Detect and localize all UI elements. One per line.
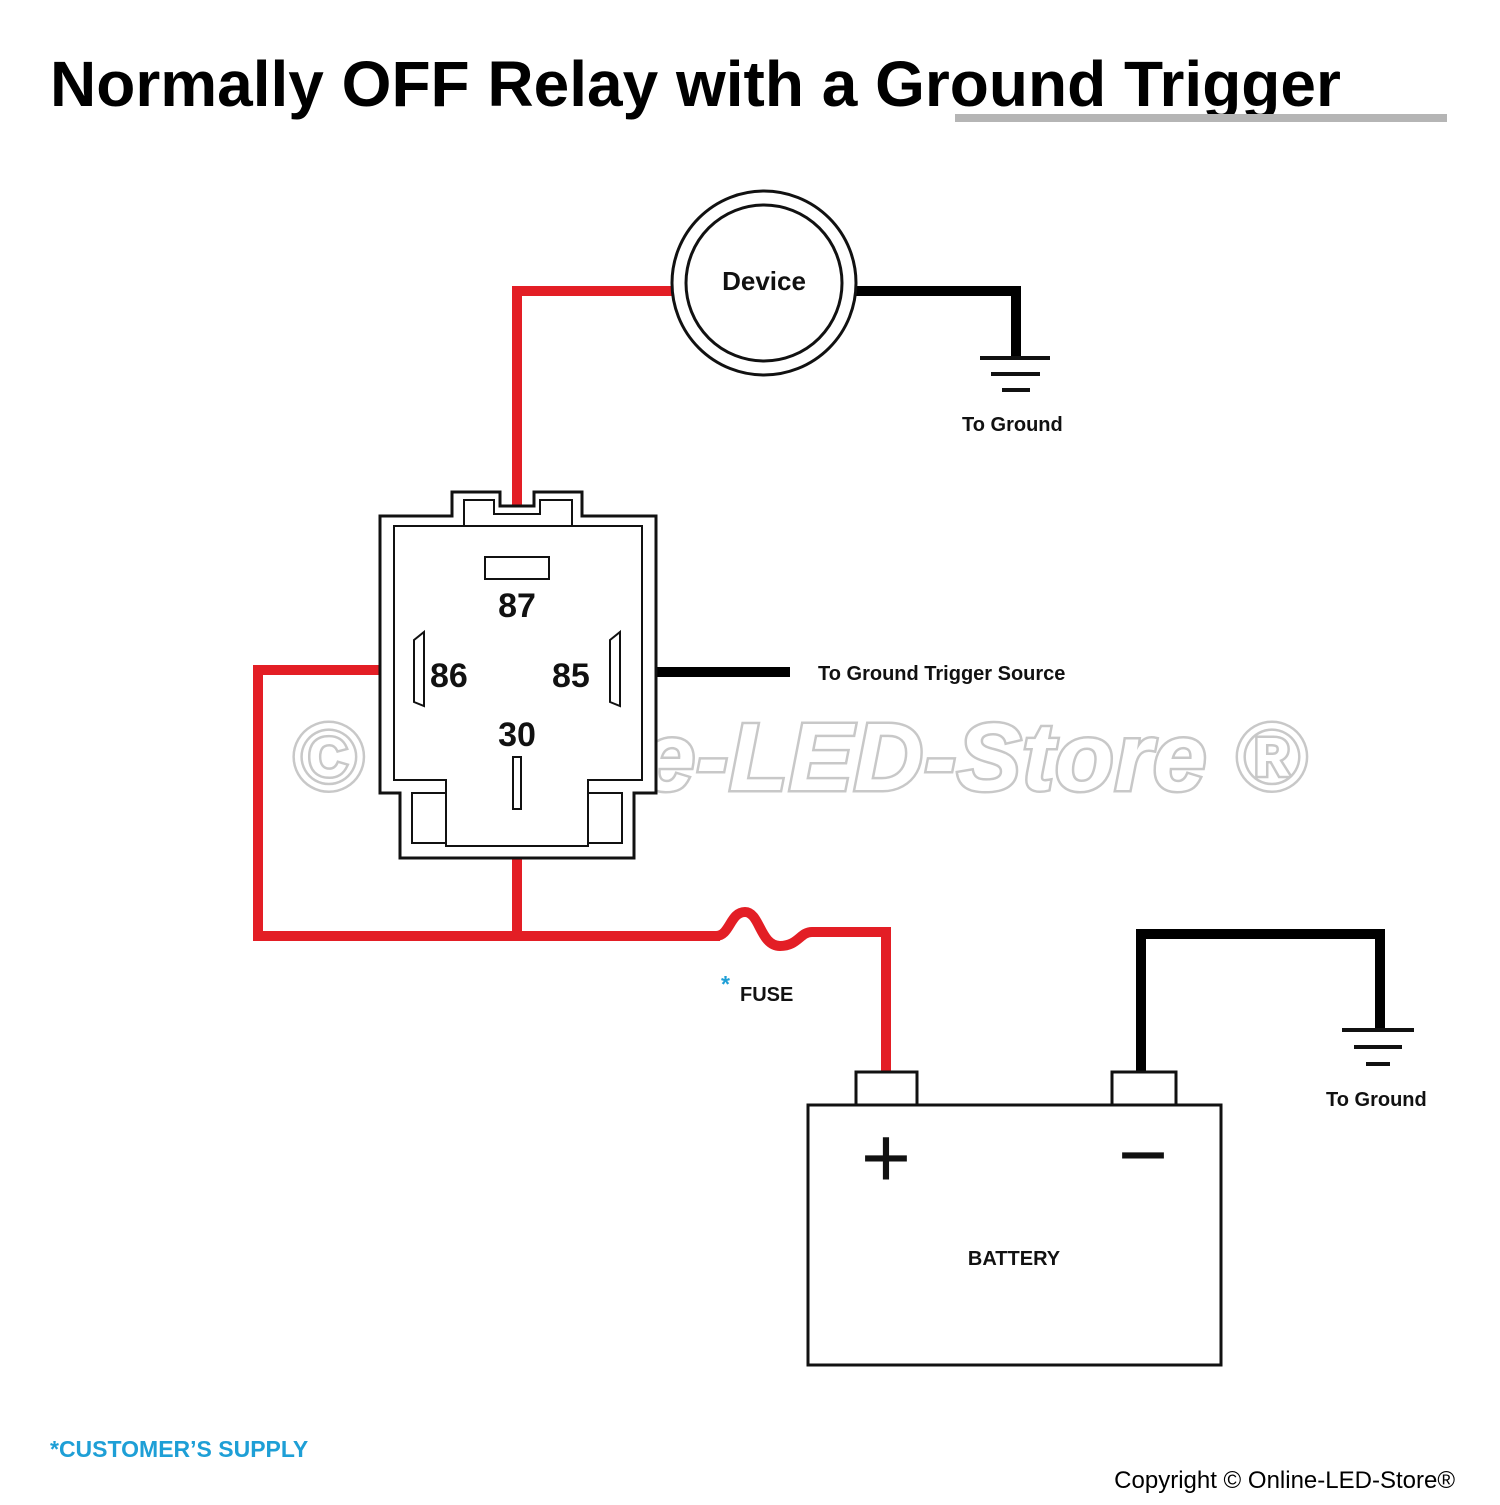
device-inner-ring bbox=[684, 203, 844, 363]
ground-label-device: To Ground bbox=[962, 414, 1063, 436]
wire-87-to-device bbox=[512, 286, 672, 568]
device-label: Device bbox=[722, 266, 806, 296]
relay-foot-right bbox=[587, 792, 623, 844]
wire-battery-negative-to-ground bbox=[1136, 929, 1385, 1072]
battery: + − BATTERY bbox=[806, 1070, 1223, 1367]
fuse-label: FUSE bbox=[740, 984, 793, 1006]
ground-symbol-icon bbox=[1342, 1028, 1414, 1066]
device: Device bbox=[670, 189, 858, 377]
battery-positive-terminal bbox=[854, 1070, 919, 1107]
ground-label-battery: To Ground bbox=[1326, 1089, 1427, 1111]
battery-negative-terminal bbox=[1110, 1070, 1178, 1107]
title-underline bbox=[955, 114, 1447, 122]
battery-minus-sign: − bbox=[1118, 1107, 1168, 1203]
relay: 87 86 85 30 bbox=[378, 490, 658, 860]
page-title: Normally OFF Relay with a Ground Trigger bbox=[50, 48, 1447, 122]
customer-supply-note: *CUSTOMER’S SUPPLY bbox=[50, 1436, 308, 1462]
pin-30-terminal bbox=[512, 756, 522, 810]
pin-30-label: 30 bbox=[498, 716, 536, 754]
fuse-asterisk: * bbox=[721, 971, 730, 997]
relay-notch bbox=[463, 499, 573, 526]
fuse-wire-to-battery-positive bbox=[714, 906, 891, 1072]
title-text: Normally OFF Relay with a Ground Trigger bbox=[50, 48, 1341, 120]
positive-wires bbox=[253, 286, 891, 1072]
wire-86-to-bus bbox=[253, 665, 720, 941]
pin-86-terminal bbox=[413, 629, 425, 708]
copyright-notice: Copyright © Online-LED-Store® bbox=[1114, 1467, 1455, 1494]
pin-85-label: 85 bbox=[552, 657, 590, 695]
relay-foot-left bbox=[411, 792, 447, 844]
relay-inner-body bbox=[393, 525, 643, 847]
wire-device-to-ground bbox=[855, 286, 1021, 356]
trigger-label: To Ground Trigger Source bbox=[818, 663, 1065, 685]
pin-85-terminal bbox=[609, 629, 621, 708]
battery-label: BATTERY bbox=[968, 1248, 1061, 1270]
battery-plus-sign: + bbox=[861, 1110, 911, 1206]
pin-87-terminal bbox=[484, 556, 550, 580]
battery-body bbox=[806, 1103, 1223, 1367]
pin-87-label: 87 bbox=[498, 587, 536, 625]
ground-symbol-icon bbox=[980, 356, 1050, 392]
pin-86-label: 86 bbox=[430, 657, 468, 695]
